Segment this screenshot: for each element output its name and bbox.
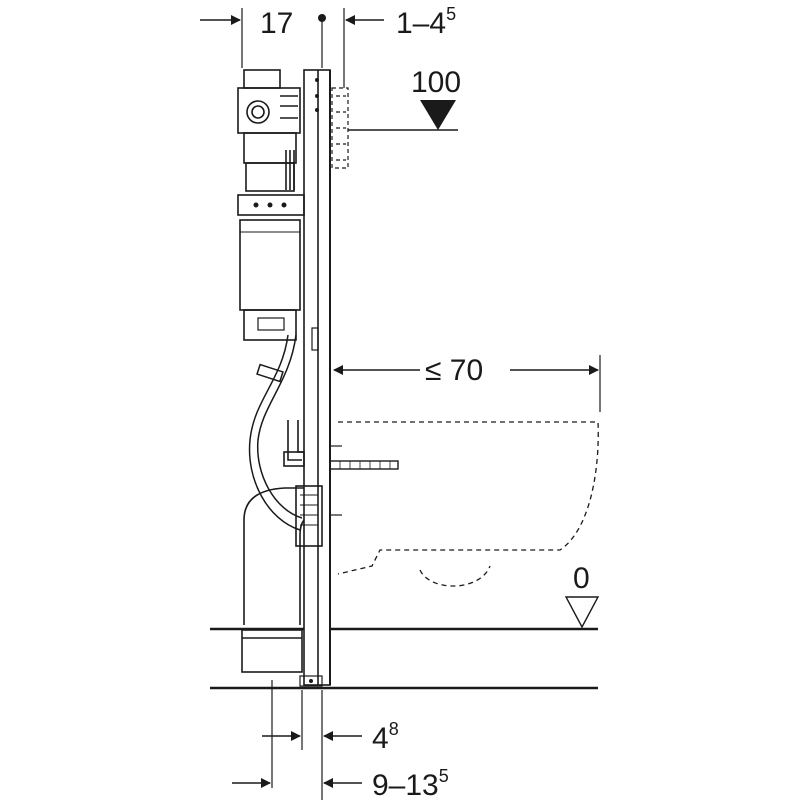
actuator-plate — [331, 87, 349, 169]
cistern-top — [237, 69, 301, 192]
label-flush-height: 100 — [411, 66, 461, 99]
supply-hose — [248, 334, 303, 531]
label-wall-build-up: 9–135 — [372, 766, 449, 800]
dim-bowl-projection-arrows — [333, 355, 601, 412]
label-frame-depth: 17 — [260, 7, 293, 40]
drain-pipe — [241, 485, 323, 673]
label-floor-level: 0 — [573, 562, 590, 595]
cistern-tank — [239, 219, 301, 341]
label-wall-gap: 1–45 — [396, 4, 456, 40]
wc-bowl-outline — [337, 421, 599, 587]
dim-pipe-offset-arrows — [262, 680, 362, 800]
flush-height-marker — [420, 100, 456, 130]
mounting-rod — [329, 460, 399, 470]
installation-frame — [299, 69, 331, 687]
dim-frame-depth-arrows — [200, 8, 326, 68]
flush-pipe — [283, 420, 305, 467]
label-bowl-projection: ≤ 70 — [425, 354, 483, 387]
label-pipe-offset: 48 — [372, 719, 399, 755]
floor-level-marker — [564, 596, 600, 629]
dim-wall-gap-arrows — [343, 8, 384, 88]
mounting-bracket — [237, 194, 305, 216]
